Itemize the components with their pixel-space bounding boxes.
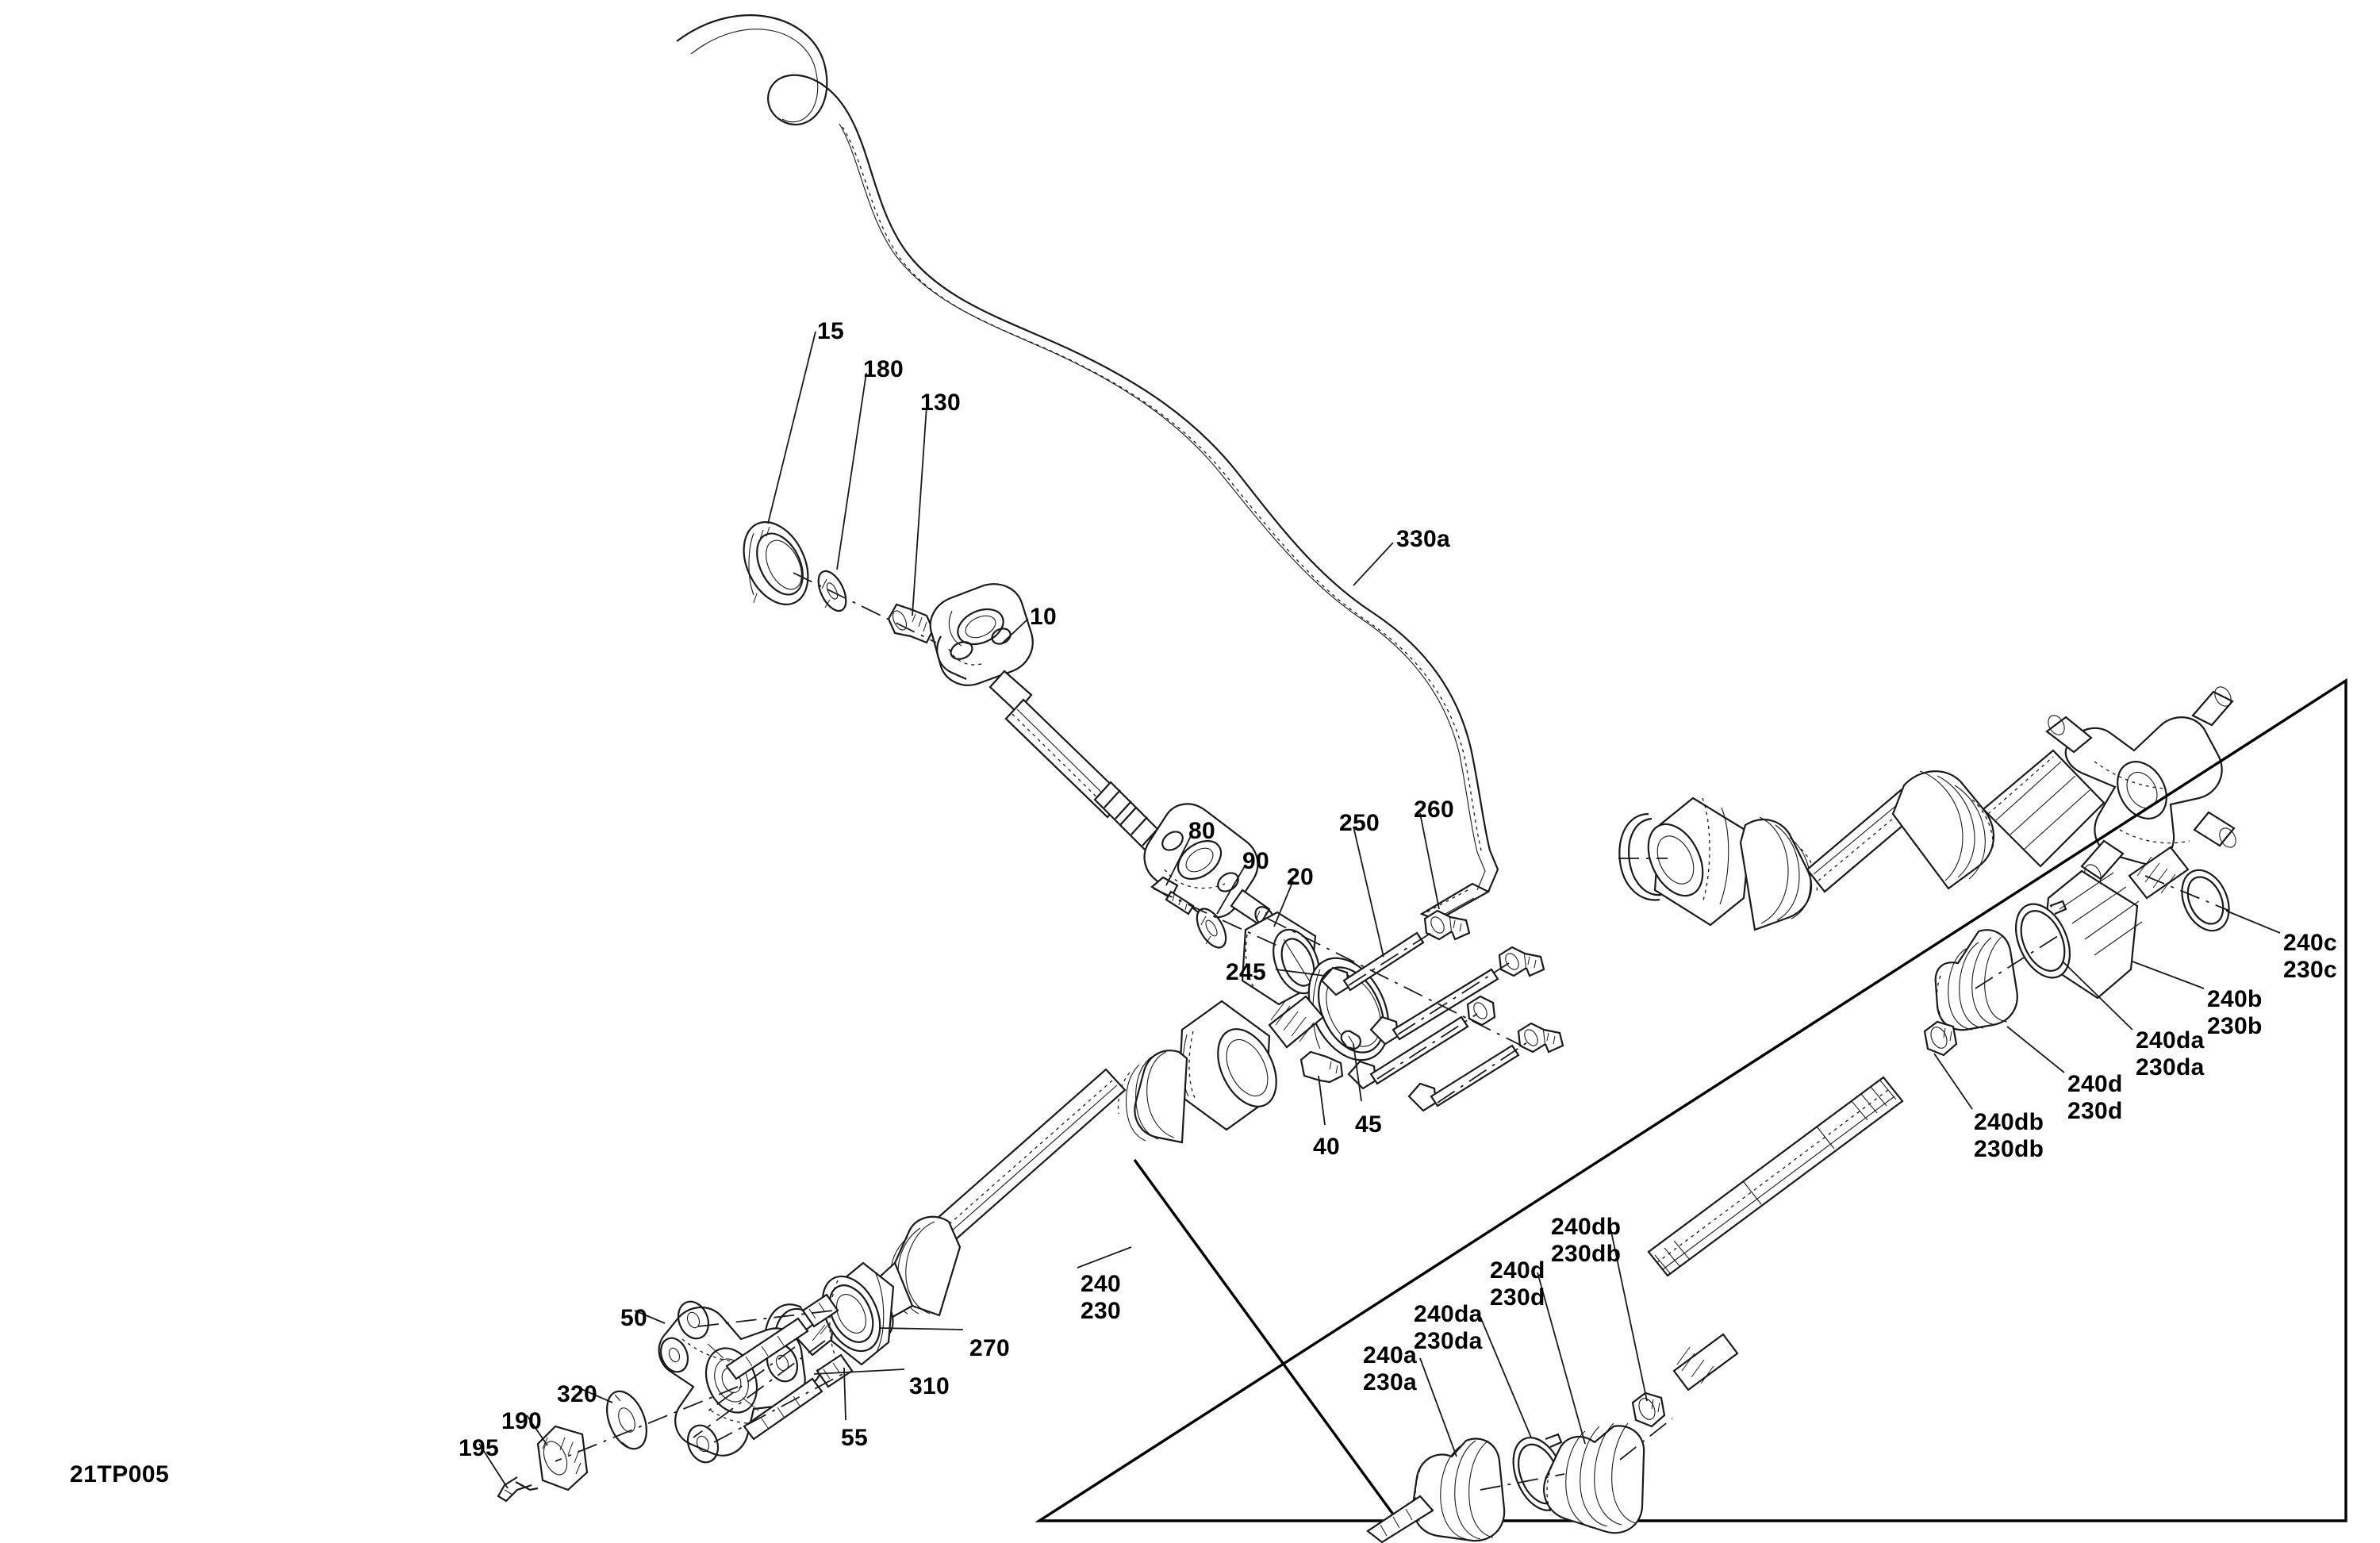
bearing-270 [821, 1261, 895, 1366]
inset-upper-cv-parts [1647, 846, 2230, 1277]
boot-clamp-small-240db-230db-lower [1631, 1391, 1666, 1428]
washer-45 [1340, 1030, 1361, 1050]
cotter-pin-195 [497, 1476, 539, 1503]
callout-250: 250 [1339, 810, 1380, 836]
callout-240db-230db-right: 240db 230db [1974, 1109, 2044, 1162]
callout-20: 20 [1287, 864, 1314, 890]
callout-10: 10 [1030, 604, 1057, 630]
callout-195: 195 [459, 1435, 499, 1461]
callout-245: 245 [1226, 959, 1266, 985]
callout-270: 270 [969, 1335, 1010, 1361]
boot-clamp-240da-230da [2015, 900, 2071, 979]
circlip-240c-230c [2181, 869, 2230, 932]
callout-45: 45 [1355, 1111, 1382, 1138]
callout-55: 55 [841, 1425, 868, 1451]
callout-240d-230d-left: 240d 230d [1490, 1257, 1545, 1311]
callout-240b-230b: 240b 230b [2207, 986, 2263, 1039]
wheel-hub-50 [658, 1300, 806, 1464]
assembly-axis-lines [555, 572, 2230, 1491]
callout-50: 50 [620, 1305, 647, 1331]
nut-40 [1299, 1050, 1344, 1084]
sleeve-20 [1241, 911, 1320, 1006]
callout-180: 180 [863, 356, 904, 382]
callout-80: 80 [1188, 818, 1215, 844]
callout-240c-230c: 240c 230c [2283, 930, 2337, 983]
boot-240d-230d [1934, 929, 2018, 1031]
callout-240da-230da-right: 240da 230da [2136, 1027, 2205, 1080]
callout-260: 260 [1414, 796, 1454, 823]
leader-lines [478, 331, 2281, 1489]
inset-lower-cv-parts [1366, 1333, 1739, 1543]
callout-240a-230a-left: 240a 230a [1363, 1342, 1417, 1395]
studs-55 [725, 1293, 854, 1441]
callout-15: 15 [817, 318, 844, 344]
washer-plate-320 [606, 1390, 647, 1450]
callout-240-230: 240 230 [1081, 1271, 1121, 1324]
callout-90: 90 [1242, 848, 1269, 874]
nut-130 [887, 603, 935, 644]
callout-240d-230d-right: 240d 230d [2067, 1071, 2123, 1124]
callout-310: 310 [909, 1373, 950, 1399]
callout-330a: 330a [1396, 526, 1450, 552]
detail-inset-panel [1035, 677, 2347, 1522]
callout-130: 130 [920, 390, 961, 416]
shaft-stub-lower [1672, 1333, 1739, 1391]
outer-joint-240b-230b [2040, 846, 2190, 1000]
callout-240da-230da-left: 240da 230da [1414, 1301, 1483, 1354]
drive-shaft-assembly-right [1618, 686, 2236, 931]
callout-40: 40 [1313, 1134, 1340, 1160]
hub-cap-190 [536, 1425, 589, 1491]
boot-240d-230d-lower [1543, 1422, 1645, 1534]
callout-190: 190 [501, 1408, 542, 1434]
oil-seal-15 [743, 521, 809, 605]
vent-hose-330a [676, 14, 1499, 924]
propeller-shaft-10 [929, 583, 1275, 928]
callout-240db-230db-left: 240db 230db [1551, 1214, 1622, 1267]
callout-320: 320 [557, 1381, 597, 1407]
boot-clamp-small-240db-230db [1923, 1020, 1958, 1057]
drawing-number: 21TP005 [70, 1461, 170, 1487]
inner-joint-240a-230a [1366, 1437, 1506, 1543]
axle-shaft-inset [1647, 1076, 1904, 1277]
